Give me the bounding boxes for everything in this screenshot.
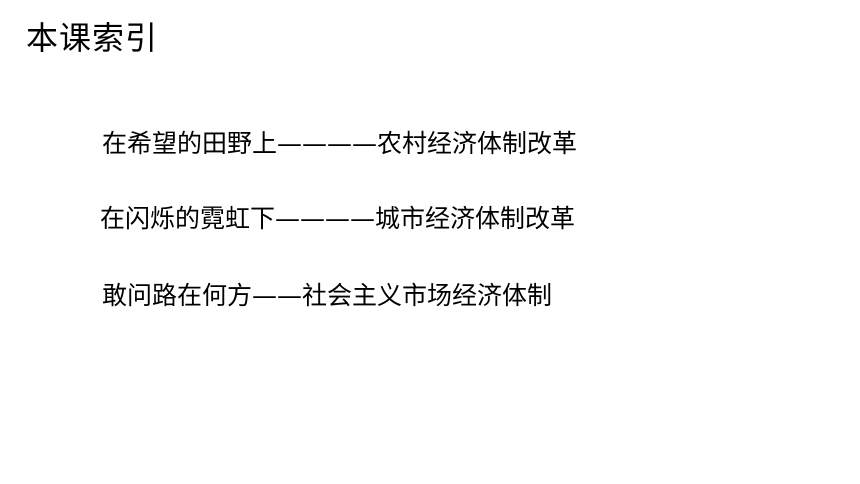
- slide-title: 本课索引: [26, 19, 159, 57]
- index-item-market-economy: 敢问路在何方——社会主义市场经济体制: [102, 281, 553, 310]
- index-item-urban-reform: 在闪烁的霓虹下————城市经济体制改革: [100, 204, 576, 233]
- index-item-rural-reform: 在希望的田野上————农村经济体制改革: [102, 129, 578, 158]
